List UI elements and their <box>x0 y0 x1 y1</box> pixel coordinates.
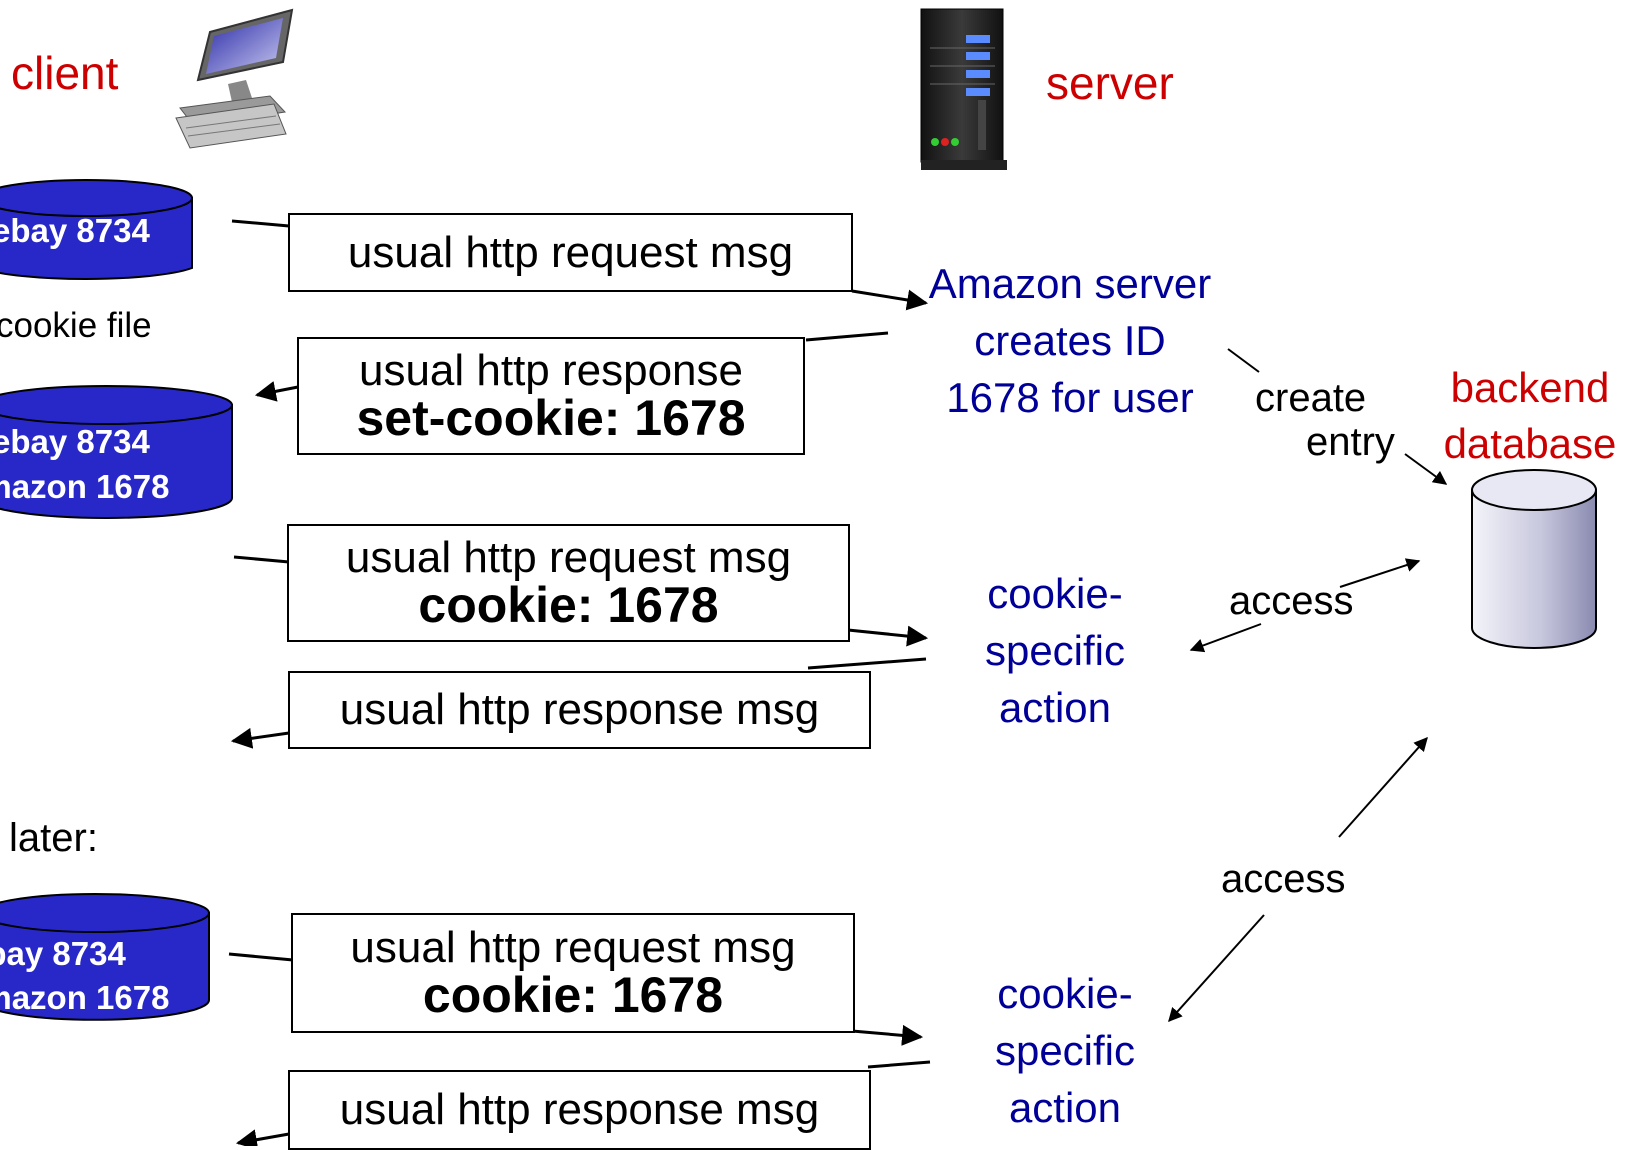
cookie-entry: amazon 1678 <box>0 468 170 505</box>
cookie-file-cylinder-2 <box>0 385 233 519</box>
resp1-arrow <box>254 381 299 402</box>
request-msg-box-3: usual http request msg cookie: 1678 <box>291 913 855 1033</box>
access1-arrow-action <box>1189 623 1262 653</box>
server-label: server <box>1046 57 1174 109</box>
resp3-arrow <box>235 1129 290 1146</box>
cookie-file-cylinder-3 <box>0 893 210 1021</box>
entry-label: entry <box>1306 420 1395 464</box>
access2-arrow-action <box>1168 914 1265 1023</box>
cookie-entry: ebay 8734 <box>0 212 150 249</box>
msg-line: usual http request msg <box>350 923 796 972</box>
cookie-specific-action-2: cookie- specific action <box>950 965 1180 1136</box>
access2-arrow-db <box>1338 736 1428 838</box>
req2-arrow <box>847 625 929 647</box>
cookie-header: cookie: 1678 <box>418 577 719 633</box>
msg-line: usual http response <box>358 346 744 395</box>
resp1-line-in <box>805 331 889 342</box>
cookie-entry: amazon 1678 <box>0 979 170 1016</box>
cookie-entry: ebay 8734 <box>0 423 150 460</box>
database-cylinder-icon <box>1471 469 1597 649</box>
request-msg-box-2: usual http request msg cookie: 1678 <box>287 524 850 642</box>
response-msg-box-3: usual http response msg <box>288 1070 871 1150</box>
msg-line: usual http request msg <box>345 533 792 582</box>
cookie-file-cylinder-1 <box>0 179 193 281</box>
req3-arrow <box>851 1024 924 1046</box>
create-entry-arrow <box>1404 453 1448 485</box>
request-msg-box-1: usual http request msg <box>288 213 853 292</box>
note-line: Amazon server <box>928 260 1212 307</box>
req1-line-in <box>231 219 290 228</box>
access-label-1: access <box>1229 579 1354 623</box>
action-line: specific <box>984 627 1126 674</box>
req3-line-in <box>228 952 294 962</box>
backend-label: backend <box>1450 364 1610 411</box>
action-line: cookie- <box>987 570 1123 617</box>
action-line: specific <box>994 1027 1136 1074</box>
msg-line: usual http response msg <box>339 1085 820 1134</box>
create-label: create <box>1255 376 1367 420</box>
action-line: action <box>1008 1084 1122 1131</box>
response-msg-box-2: usual http response msg <box>288 671 871 749</box>
resp3-line-in <box>867 1060 931 1069</box>
action-line: cookie- <box>997 970 1133 1017</box>
req2-line-in <box>233 555 290 564</box>
response-msg-box-1: usual http response set-cookie: 1678 <box>297 337 805 455</box>
action-line: action <box>998 684 1112 731</box>
amazon-server-note: Amazon server creates ID 1678 for user <box>890 255 1250 426</box>
client-label: client <box>11 47 119 99</box>
note-line: creates ID <box>974 317 1166 364</box>
msg-line: usual http request msg <box>347 227 794 277</box>
cookie-specific-action-1: cookie- specific action <box>940 565 1170 736</box>
access-label-2: access <box>1221 857 1346 901</box>
cookie-entry: ebay 8734 <box>0 935 126 972</box>
access1-arrow-db <box>1339 558 1421 588</box>
set-cookie-header: set-cookie: 1678 <box>356 390 746 446</box>
note-line: 1678 for user <box>946 374 1194 421</box>
desktop-computer-icon <box>175 8 294 149</box>
backend-database-label: backend database <box>1430 360 1630 472</box>
req1-arrow <box>851 289 929 311</box>
msg-line: usual http response msg <box>339 685 820 734</box>
server-tower-icon <box>920 8 1007 170</box>
later-label: later: <box>9 816 98 860</box>
database-label: database <box>1443 420 1617 467</box>
create-entry-line <box>1227 348 1260 373</box>
cookie-header: cookie: 1678 <box>422 967 724 1023</box>
resp2-arrow <box>230 727 290 749</box>
cookie-file-label: cookie file <box>0 306 152 345</box>
resp2-line-in <box>807 657 927 670</box>
